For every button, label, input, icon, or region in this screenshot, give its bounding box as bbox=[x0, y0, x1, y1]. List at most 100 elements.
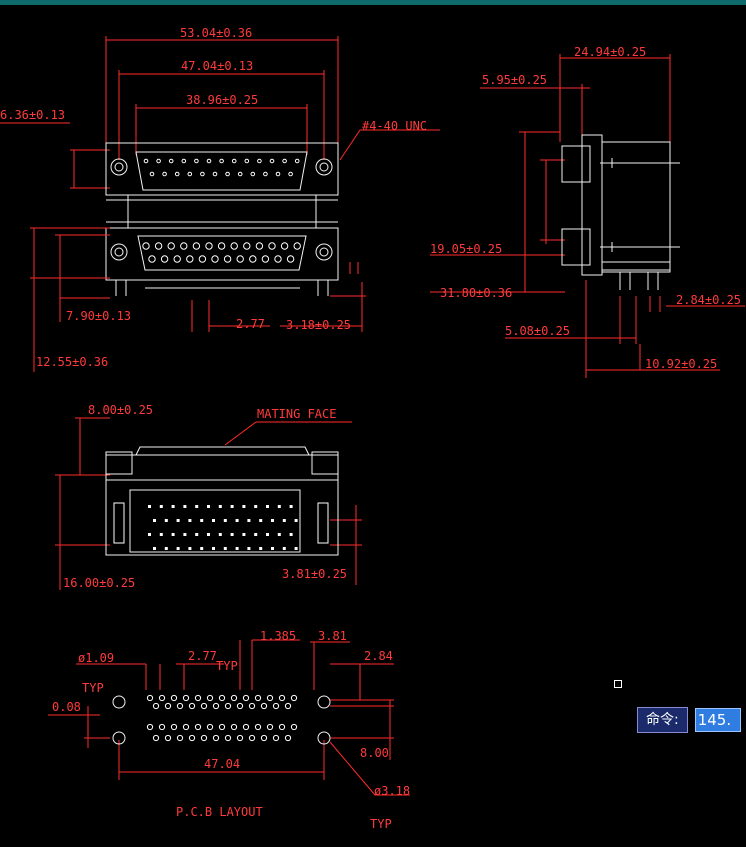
front-pin-lower bbox=[167, 242, 175, 250]
mating-pin bbox=[164, 519, 168, 522]
command-line[interactable]: 命令: bbox=[637, 707, 741, 733]
window-top-bar bbox=[0, 0, 746, 5]
pcb-pin-hole bbox=[182, 694, 190, 702]
pcb-pin-hole bbox=[230, 723, 238, 731]
pcb-pin-hole bbox=[224, 702, 232, 710]
pcb-pin-hole bbox=[218, 723, 226, 731]
front-pin-lower bbox=[198, 255, 207, 263]
dim-19-05: 19.05±0.25 bbox=[430, 242, 502, 256]
pcb-pin-hole bbox=[146, 723, 154, 731]
pcb-layout-title: P.C.B LAYOUT bbox=[176, 805, 263, 819]
mating-pin bbox=[200, 519, 204, 522]
cad-pickbox-cursor bbox=[614, 680, 622, 688]
pcb-pin-hole bbox=[242, 694, 250, 702]
dim-10-92: 10.92±0.25 bbox=[645, 357, 717, 371]
dim-8-00: 8.00±0.25 bbox=[88, 403, 153, 417]
pcb-pin-hole bbox=[170, 694, 178, 702]
front-pin-lower bbox=[230, 242, 238, 250]
mating-pin bbox=[282, 519, 286, 522]
pcb-pin-hole bbox=[224, 734, 232, 742]
pcb-pin-hole bbox=[254, 723, 262, 731]
front-pin bbox=[294, 158, 300, 164]
pcb-typ-c: TYP bbox=[370, 817, 392, 831]
mating-pin bbox=[277, 505, 281, 508]
mating-pin bbox=[247, 547, 251, 550]
pcb-pin-hole bbox=[284, 734, 292, 742]
front-pin bbox=[237, 171, 243, 177]
front-pin bbox=[187, 171, 193, 177]
mating-pin bbox=[223, 547, 227, 550]
mating-pin bbox=[176, 519, 180, 522]
pcb-pin-hole bbox=[188, 734, 196, 742]
mating-pin bbox=[266, 533, 269, 536]
dim-3-18: 3.18±0.25 bbox=[286, 318, 351, 332]
pcb-typ-b: TYP bbox=[216, 659, 238, 673]
command-label: 命令: bbox=[637, 707, 688, 733]
pcb-dim-mount-hole: ø3.18 bbox=[374, 784, 410, 798]
mating-pin bbox=[218, 505, 222, 508]
pcb-pin-hole bbox=[260, 702, 268, 710]
front-pin bbox=[282, 158, 287, 164]
front-pin-lower bbox=[286, 255, 295, 263]
pcb-pin-hole bbox=[158, 723, 166, 731]
mating-pin bbox=[153, 519, 156, 522]
front-pin bbox=[143, 158, 149, 164]
dim-shell-width: 38.96±0.25 bbox=[186, 93, 258, 107]
dim-front-height: 6.36±0.13 bbox=[0, 108, 65, 122]
pcb-pin-hole bbox=[284, 702, 292, 710]
mating-pin bbox=[159, 533, 163, 536]
pcb-pin-hole bbox=[212, 702, 220, 710]
front-pin-lower bbox=[217, 242, 226, 250]
front-pin-lower bbox=[243, 242, 251, 250]
dim-2-84: 2.84±0.25 bbox=[676, 293, 741, 307]
pcb-dim-1-385: 1.385 bbox=[260, 629, 296, 643]
pcb-pin-hole bbox=[266, 694, 274, 702]
front-pin-lower bbox=[274, 255, 282, 263]
mating-pin bbox=[259, 519, 263, 522]
mating-pin bbox=[212, 519, 215, 522]
mating-pin bbox=[235, 519, 239, 522]
pcb-pin-hole bbox=[248, 702, 256, 710]
mating-pin bbox=[188, 547, 192, 550]
front-pin-lower bbox=[236, 255, 244, 263]
front-pin bbox=[156, 158, 161, 164]
front-pin-lower bbox=[148, 255, 156, 263]
front-pin-lower bbox=[293, 242, 301, 250]
front-pin bbox=[181, 158, 187, 164]
mating-pin bbox=[294, 519, 298, 522]
mating-pin bbox=[153, 547, 156, 550]
dim-3-81: 3.81±0.25 bbox=[282, 567, 347, 581]
mating-pin bbox=[277, 533, 281, 536]
pcb-pin-hole bbox=[242, 723, 250, 731]
front-pin-lower bbox=[173, 255, 181, 263]
pcb-pin-hole bbox=[272, 702, 280, 710]
pcb-pin-hole bbox=[236, 734, 244, 742]
mating-pin bbox=[159, 505, 163, 508]
command-input[interactable] bbox=[694, 708, 741, 732]
pcb-pin-hole bbox=[200, 702, 208, 710]
pcb-pin-hole bbox=[290, 723, 298, 731]
pcb-pin-hole bbox=[236, 702, 244, 710]
mating-pin bbox=[271, 519, 274, 522]
pcb-pin-hole bbox=[272, 734, 280, 742]
pcb-pin-hole bbox=[206, 694, 214, 702]
mating-pin bbox=[254, 533, 258, 536]
mating-pin bbox=[207, 533, 210, 536]
pcb-pin-hole bbox=[194, 723, 202, 731]
mating-pin bbox=[212, 547, 215, 550]
front-pin bbox=[206, 158, 212, 164]
pcb-pin-hole bbox=[278, 694, 286, 702]
mating-pin bbox=[235, 547, 239, 550]
front-pin bbox=[231, 158, 237, 164]
pcb-pin-hole bbox=[254, 694, 262, 702]
pcb-pin-hole bbox=[200, 734, 208, 742]
pcb-pin-hole bbox=[164, 702, 172, 710]
pcb-pin-hole bbox=[194, 694, 202, 702]
pcb-pin-hole bbox=[152, 702, 160, 710]
cad-drawing-canvas[interactable]: 53.04±0.36 47.04±0.13 38.96±0.25 6.36±0.… bbox=[0, 5, 746, 847]
dim-31-80: 31.80±0.36 bbox=[440, 286, 512, 300]
mating-pin bbox=[254, 505, 258, 508]
mating-pin bbox=[176, 547, 180, 550]
pcb-dim-0-08: 0.08 bbox=[52, 700, 81, 714]
mating-pin bbox=[148, 505, 151, 508]
